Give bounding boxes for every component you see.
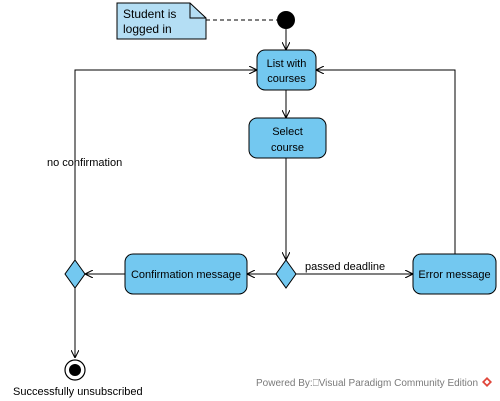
activity-list-with-courses[interactable]: List with courses: [256, 49, 317, 91]
edge-merge-to-list: [74, 70, 257, 264]
activity-error-message[interactable]: Error message: [412, 253, 497, 295]
activity-confirm-label: Confirmation message: [131, 269, 241, 281]
activity-select-line2: course: [271, 142, 304, 154]
merge-node[interactable]: [64, 259, 86, 289]
guard-passed-deadline: passed deadline: [305, 261, 385, 273]
initial-node[interactable]: [277, 11, 295, 29]
final-node[interactable]: [64, 359, 86, 381]
note-text-line1: Student is: [123, 7, 176, 21]
activity-confirmation-message[interactable]: Confirmation message: [124, 253, 248, 295]
visual-paradigm-logo-icon: [482, 377, 493, 387]
activity-list-line2: courses: [267, 73, 306, 85]
guard-no-confirmation: no confirmation: [47, 157, 122, 169]
footer-watermark: Powered By:⎕Visual Paradigm Community Ed…: [256, 377, 493, 389]
final-label: Successfully unsubscribed: [13, 386, 143, 398]
activity-select-course[interactable]: Select course: [248, 117, 327, 159]
footer-text: Powered By:⎕Visual Paradigm Community Ed…: [256, 378, 479, 389]
note-text-line2: logged in: [123, 22, 172, 36]
activity-select-line1: Select: [272, 126, 303, 138]
activity-error-label: Error message: [418, 269, 490, 281]
edge-error-to-list: [316, 70, 456, 254]
activity-list-line1: List with: [267, 58, 307, 70]
note-student-logged-in[interactable]: Student is logged in: [116, 2, 207, 40]
decision-node[interactable]: [275, 259, 297, 289]
